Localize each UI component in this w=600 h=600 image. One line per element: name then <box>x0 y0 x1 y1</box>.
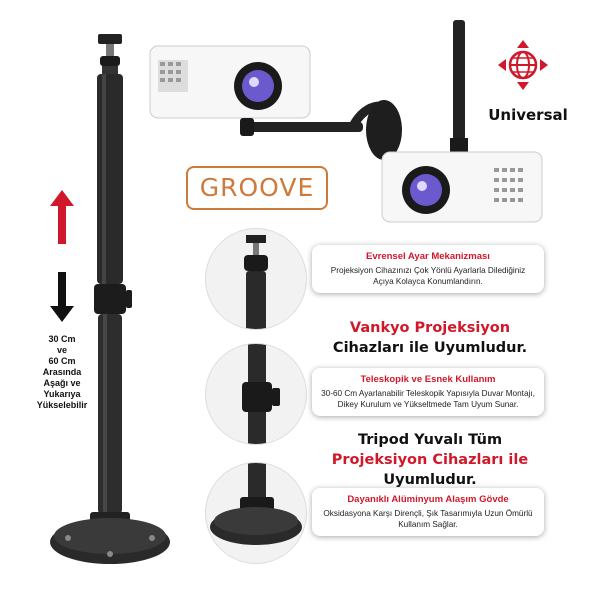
projector-wall-mount-image <box>149 45 402 160</box>
arrow-up-icon <box>50 190 74 244</box>
feature-description: Oksidasyona Karşı Dirençli, Şık Tasarımı… <box>323 509 533 529</box>
feature-card-aluminium: Dayanıklı Alüminyum Alaşım Gövde Oksidas… <box>312 488 544 536</box>
universal-globe-icon <box>498 40 548 90</box>
compatibility-headline-vankyo: Vankyo Projeksiyon Cihazları ile Uyumlud… <box>332 320 528 356</box>
detail-clamp-image <box>205 343 307 445</box>
feature-description: 30-60 Cm Ayarlanabilir Teleskopik Yapısı… <box>321 389 535 409</box>
height-range-note: 30 Cm ve 60 Cm Arasında Aşağı ve Yukarıy… <box>36 334 88 410</box>
feature-card-adjustment: Evrensel Ayar Mekanizması Projeksiyon Ci… <box>312 245 544 293</box>
feature-title: Teleskopik ve Esnek Kullanım <box>360 374 496 385</box>
telescopic-pole-image <box>50 34 170 564</box>
feature-title: Dayanıklı Alüminyum Alaşım Gövde <box>347 494 509 505</box>
projector-ceiling-mount-image <box>381 20 543 223</box>
universal-label: Universal <box>488 106 568 124</box>
feature-title: Evrensel Ayar Mekanizması <box>366 251 490 262</box>
detail-mount-head-image <box>205 228 307 330</box>
detail-base-image <box>205 462 307 564</box>
feature-card-telescopic: Teleskopik ve Esnek Kullanım 30-60 Cm Ay… <box>312 368 544 416</box>
feature-description: Projeksiyon Cihazınızı Çok Yönlü Ayarlar… <box>330 266 526 286</box>
arrow-down-icon <box>50 272 74 322</box>
compatibility-headline-tripod: Tripod Yuvalı Tüm Projeksiyon Cihazları … <box>331 432 529 488</box>
brand-logo: GROOVE <box>186 166 328 210</box>
